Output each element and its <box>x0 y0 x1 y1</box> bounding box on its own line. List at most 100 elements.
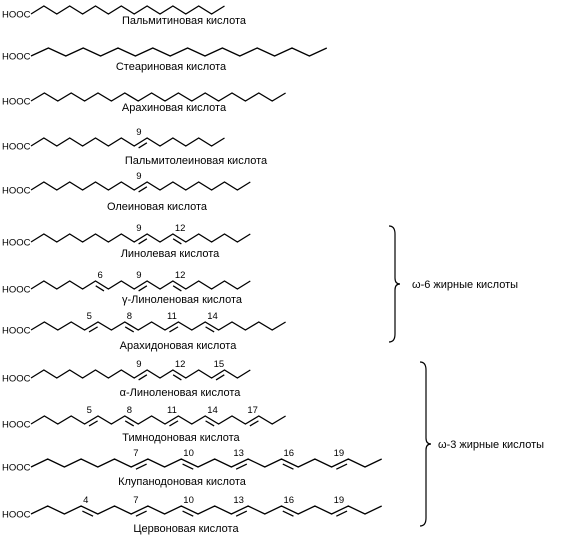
double-bond <box>215 374 225 381</box>
double-bond-position-label: 14 <box>207 405 218 416</box>
double-bond <box>205 326 215 333</box>
omega-group-label: ω-3 жирные кислоты <box>438 439 544 451</box>
double-bond <box>182 510 194 517</box>
carbon-chain <box>30 137 225 147</box>
double-bond <box>124 326 135 333</box>
double-bond-position-label: 11 <box>167 311 177 322</box>
double-bond-position-label: 9 <box>136 171 141 182</box>
double-bond-position-label: 19 <box>334 448 345 459</box>
carboxyl-group-label: HOOC <box>2 510 31 521</box>
double-bond-position-label: 13 <box>233 448 244 459</box>
double-bond <box>172 374 182 381</box>
acid-row: HOOC 6 9 12 γ-Линоленовая кислота <box>2 270 251 306</box>
carbon-chain <box>30 280 251 290</box>
omega-group-bracket: ω-3 жирные кислоты <box>419 361 544 527</box>
double-bond-position-label: 7 <box>133 448 138 459</box>
double-bond <box>282 463 294 470</box>
double-bond <box>172 285 182 292</box>
double-bond-position-label: 16 <box>284 495 295 506</box>
double-bond-position-label: 12 <box>175 223 186 234</box>
carbon-chain <box>30 233 251 243</box>
double-bond <box>182 463 194 470</box>
double-bond <box>282 510 294 517</box>
double-bond <box>169 326 179 333</box>
carbon-chain <box>30 369 251 379</box>
double-bond <box>235 463 248 470</box>
carboxyl-group-label: HOOC <box>2 186 31 197</box>
double-bond-position-label: 7 <box>133 495 138 506</box>
double-bond-position-label: 9 <box>136 223 141 234</box>
carbon-chain <box>30 321 286 331</box>
double-bond <box>95 285 105 292</box>
acid-name-label: γ-Линоленовая кислота <box>122 294 243 306</box>
double-bond <box>124 420 135 427</box>
double-bond-position-label: 15 <box>214 359 225 370</box>
omega-group-bracket: ω-6 жирные кислоты <box>388 225 518 343</box>
carbon-chain <box>30 458 382 468</box>
double-bond-position-label: 6 <box>98 270 103 281</box>
acid-name-label: Арахидоновая кислота <box>120 340 238 352</box>
double-bond-position-label: 8 <box>127 311 132 322</box>
carbon-chain <box>30 5 225 15</box>
double-bond <box>169 420 179 427</box>
carboxyl-group-label: HOOC <box>2 285 31 296</box>
double-bond-position-label: 10 <box>183 448 194 459</box>
double-bond-position-label: 9 <box>136 359 141 370</box>
double-bond-position-label: 12 <box>175 270 186 281</box>
carbon-chain <box>30 47 328 57</box>
double-bond-position-label: 14 <box>207 311 218 322</box>
carboxyl-group-label: HOOC <box>2 326 31 337</box>
carbon-chain <box>30 505 382 515</box>
double-bond-position-label: 10 <box>183 495 194 506</box>
double-bond <box>88 326 98 333</box>
double-bond <box>138 238 148 245</box>
double-bond <box>138 374 148 381</box>
double-bond-position-label: 5 <box>87 311 92 322</box>
carbon-chain <box>30 92 286 102</box>
double-bond <box>82 510 94 517</box>
acid-name-label: α-Линоленовая кислота <box>120 387 242 399</box>
double-bond <box>249 420 259 427</box>
carboxyl-group-label: HOOC <box>2 420 31 431</box>
double-bond <box>138 285 148 292</box>
double-bond <box>88 420 98 427</box>
double-bond-position-label: 12 <box>175 359 186 370</box>
double-bond-position-label: 16 <box>284 448 295 459</box>
carbon-chain <box>30 415 286 425</box>
double-bond <box>135 463 147 470</box>
acid-row: HOOC Арахиновая кислота <box>2 92 286 114</box>
carboxyl-group-label: HOOC <box>2 238 31 249</box>
double-bond <box>235 510 248 517</box>
acid-name-label: Олеиновая кислота <box>107 201 208 213</box>
acid-name-label: Клупанодоновая кислота <box>118 476 247 488</box>
carboxyl-group-label: HOOC <box>2 97 31 108</box>
carboxyl-group-label: HOOC <box>2 52 31 63</box>
carbon-chain <box>30 181 251 191</box>
carboxyl-group-label: HOOC <box>2 374 31 385</box>
double-bond-position-label: 17 <box>247 405 258 416</box>
double-bond <box>172 238 182 245</box>
acid-name-label: Цервоновая кислота <box>133 523 239 535</box>
double-bond-position-label: 9 <box>136 270 141 281</box>
acid-name-label: Тимнодоновая кислота <box>122 432 240 444</box>
double-bond <box>336 510 348 517</box>
acid-name-label: Стеариновая кислота <box>116 61 227 73</box>
double-bond-position-label: 4 <box>83 495 88 506</box>
acid-name-label: Линолевая кислота <box>121 248 220 260</box>
acid-name-label: Арахиновая кислота <box>122 102 227 114</box>
carboxyl-group-label: HOOC <box>2 10 31 21</box>
acid-row: HOOC Стеариновая кислота <box>2 47 328 73</box>
double-bond-position-label: 11 <box>167 405 177 416</box>
double-bond <box>138 186 148 193</box>
double-bond <box>138 142 148 149</box>
double-bond <box>336 463 348 470</box>
double-bond-position-label: 5 <box>87 405 92 416</box>
acid-row: HOOC 9 12 15 α-Линоленовая кислота <box>2 359 251 399</box>
omega-group-label: ω-6 жирные кислоты <box>412 279 518 291</box>
